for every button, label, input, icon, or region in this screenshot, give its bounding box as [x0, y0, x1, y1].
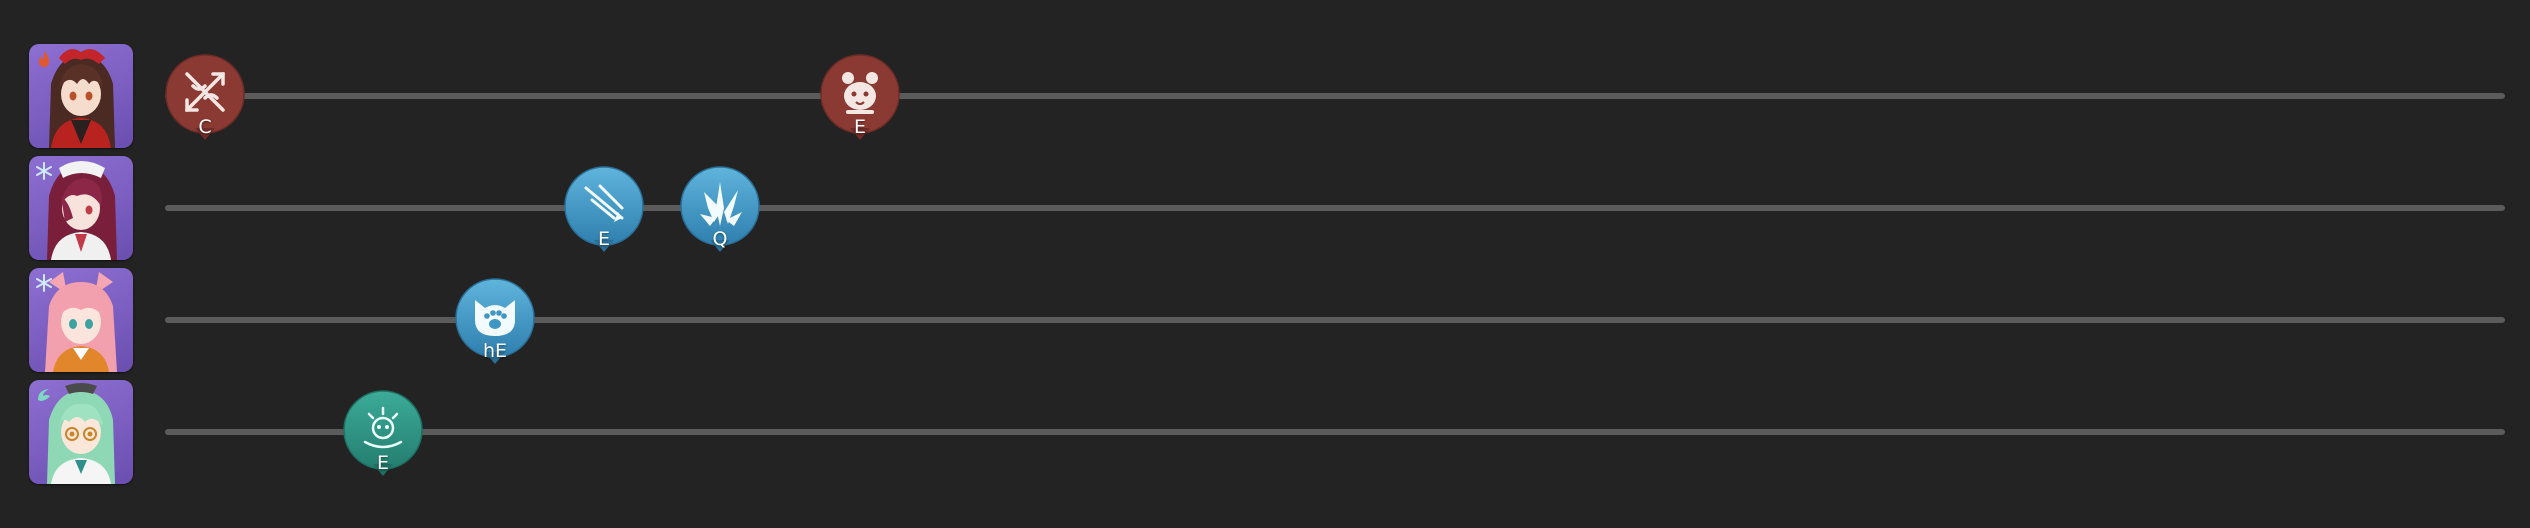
- timeline-track: [165, 429, 2505, 435]
- baron-bunny-icon: [842, 72, 878, 114]
- wind-spirit-icon: [363, 406, 403, 449]
- timeline-row-4: E: [0, 380, 2530, 492]
- ice-lance-burst-icon: [700, 182, 742, 226]
- action-label: E: [376, 452, 389, 474]
- timeline-track: [165, 205, 2505, 211]
- rosaria-portrait-icon[interactable]: [29, 156, 133, 260]
- timeline-track: [165, 93, 2505, 99]
- action-bubble[interactable]: Q: [680, 166, 760, 258]
- bubble-pin: [343, 390, 423, 476]
- cat-paw-icon: [475, 300, 515, 336]
- action-label: C: [198, 116, 212, 138]
- cryo-icon: [36, 162, 52, 180]
- action-bubble[interactable]: hE: [455, 278, 535, 370]
- action-label: hE: [482, 340, 508, 362]
- timeline-row-3: hE: [0, 268, 2530, 380]
- pyro-icon: [39, 51, 49, 67]
- timeline-row-1: C E: [0, 44, 2530, 156]
- crossed-arrows-icon: [185, 72, 225, 112]
- spear-strike-icon: [584, 184, 624, 222]
- diona-portrait-icon[interactable]: [29, 268, 133, 372]
- action-label: E: [597, 228, 610, 250]
- sucrose-portrait-icon[interactable]: [29, 380, 133, 484]
- action-bubble[interactable]: E: [564, 166, 644, 258]
- anemo-icon: [38, 389, 50, 401]
- bubble-pin: [564, 166, 644, 252]
- amber-portrait-icon[interactable]: [29, 44, 133, 148]
- timeline-row-2: E Q: [0, 156, 2530, 268]
- action-bubble[interactable]: E: [820, 54, 900, 146]
- action-bubble[interactable]: E: [343, 390, 423, 482]
- action-label: Q: [712, 228, 728, 250]
- cryo-icon: [36, 274, 52, 292]
- action-bubble[interactable]: C: [165, 54, 245, 146]
- timeline-track: [165, 317, 2505, 323]
- action-label: E: [853, 116, 866, 138]
